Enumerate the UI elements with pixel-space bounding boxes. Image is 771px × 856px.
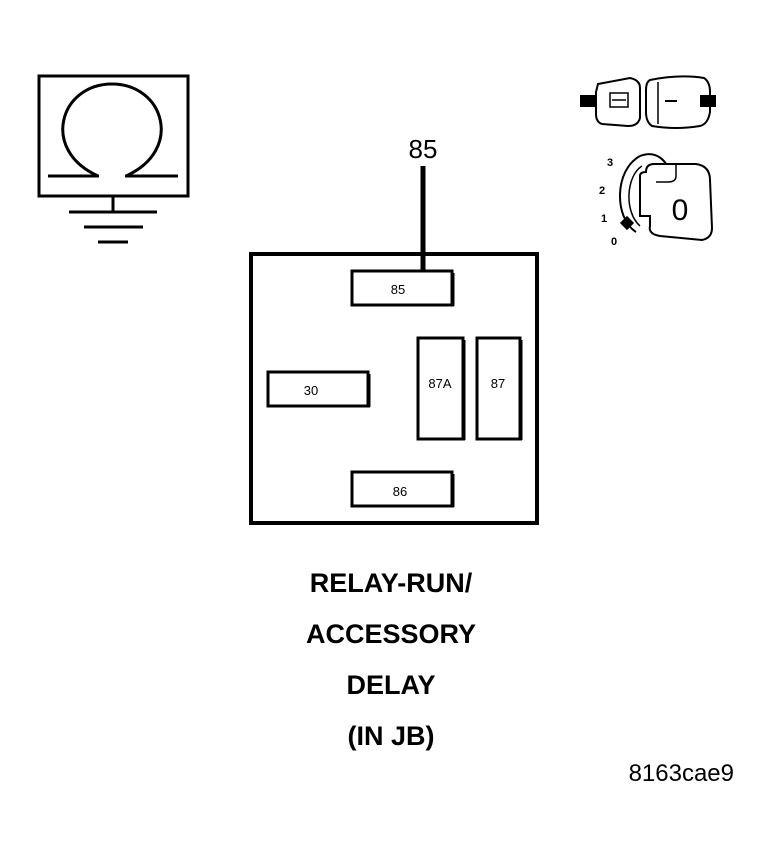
title-line-4: (IN JB) (348, 721, 435, 751)
ignition-position-2: 2 (599, 185, 605, 197)
relay-pin-86-label: 86 (393, 484, 407, 499)
ignition-key-label: 0 (672, 194, 689, 227)
ignition-position-0: 0 (611, 236, 617, 248)
image-code: 8163cae9 (629, 760, 734, 787)
title-line-2: ACCESSORY (306, 619, 476, 649)
relay-pin-30-label: 30 (304, 383, 318, 398)
relay-pin-87-label: 87 (491, 376, 505, 391)
ignition-position-3: 3 (607, 157, 613, 169)
ignition-switch-icon: 3 2 1 0 0 (599, 153, 714, 248)
relay-pin-30 (266, 370, 370, 408)
relay-pin-85-label: 85 (391, 282, 405, 297)
relay-pin-87a-label: 87A (428, 376, 451, 391)
connector-icon (580, 75, 716, 129)
title-line-1: RELAY-RUN/ (310, 568, 473, 598)
ignition-position-1: 1 (601, 213, 607, 225)
relay-body (249, 252, 539, 525)
title-line-3: DELAY (346, 670, 435, 700)
callout-pin-label: 85 (409, 134, 438, 164)
ground-meter-icon (37, 74, 190, 244)
